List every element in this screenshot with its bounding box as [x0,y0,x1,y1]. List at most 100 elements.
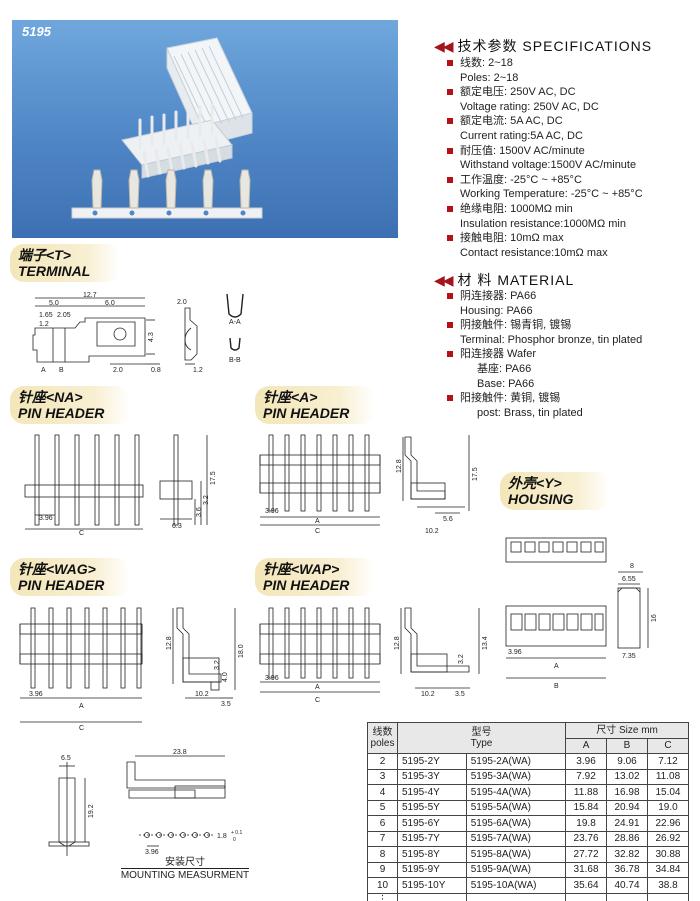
table-cell: 5195-5A(WA) [465,799,567,816]
table-cell: 5195-8Y [397,846,467,863]
table-cell: 5195-2Y [397,753,467,770]
table-cell: 19.8 [565,815,608,832]
svg-text:3.2: 3.2 [214,660,221,670]
table-cell [397,892,467,901]
svg-text:6.5: 6.5 [61,755,71,762]
table-cell: 36.78 [606,861,648,878]
material-list-line: 阳接触件: 黄铜, 镀锡 [447,391,642,406]
chevron-icon: ◀◀ [434,38,453,54]
table-cell: 38.8 [646,877,690,894]
svg-text:2.05: 2.05 [57,312,71,319]
table-cell: 9.06 [606,753,648,770]
table-cell: 13.02 [606,768,648,785]
table-cell: 19.0 [646,799,690,816]
spec-list-line: 额定电压: 250V AC, DC [447,85,643,100]
specifications-heading: ◀◀技术参数 SPECIFICATIONS [434,38,653,54]
svg-text:B-B: B-B [229,357,241,364]
table-cell [465,892,567,901]
table-cell: 11.08 [646,768,690,785]
svg-text:6.55: 6.55 [622,576,636,583]
material-list-line: post: Brass, tin plated [477,406,583,419]
section-a: 针座<A> PIN HEADER [255,386,375,424]
svg-text:C: C [315,528,320,535]
table-cell: 15.04 [646,784,690,801]
svg-text:12.8: 12.8 [396,459,403,473]
table-cell: 5195-6A(WA) [465,815,567,832]
housing-y-drawing: 8 6.55 16 7.35 3.96 A B [505,537,658,690]
spec-list-line: 线数: 2~18 [447,56,643,71]
svg-text:3.5: 3.5 [455,691,465,698]
svg-text:16: 16 [651,614,658,622]
spec-list-line: Voltage rating: 250V AC, DC [460,100,599,113]
table-cell: 23.76 [565,830,608,847]
table-cell: 7.92 [565,768,608,785]
svg-text:10.2: 10.2 [425,528,439,535]
svg-text:3.96: 3.96 [39,515,53,522]
spec-list-line: 额定电流: 5A AC, DC [447,114,643,129]
svg-text:2.0: 2.0 [177,299,187,306]
table-cell: 6 [367,815,398,832]
svg-text:1.8: 1.8 [217,833,227,840]
svg-text:3.96: 3.96 [265,508,279,515]
svg-text:A: A [554,663,559,670]
svg-text:2.0: 2.0 [113,367,123,374]
table-cell: ⋮ [367,892,398,901]
spec-list-line: 绝缘电阻: 1000MΩ min [447,202,643,217]
svg-text:B: B [554,683,559,690]
svg-text:6.0: 6.0 [105,300,115,307]
svg-text:12.8: 12.8 [166,636,173,650]
svg-text:0.8: 0.8 [151,367,161,374]
pin-header-a-drawing: 3.96 A C 12.8 17.5 5.6 10.2 [259,434,479,535]
table-cell: 32.82 [606,846,648,863]
svg-text:A: A [79,703,84,710]
svg-text:10.2: 10.2 [421,691,435,698]
table-cell: 20.94 [606,799,648,816]
table-cell: 5195-4A(WA) [465,784,567,801]
product-photo: 5195 [12,20,398,238]
table-cell: 5195-7Y [397,830,467,847]
svg-text:5.0: 5.0 [49,300,59,307]
svg-text:6.3: 6.3 [172,523,182,530]
table-cell: 5 [367,799,398,816]
table-cell: 5195-4Y [397,784,467,801]
table-cell: 5195-3A(WA) [465,768,567,785]
svg-text:3.96: 3.96 [508,649,522,656]
svg-text:13.4: 13.4 [482,636,489,650]
table-cell: 31.68 [565,861,608,878]
table-cell: 24.91 [606,815,648,832]
mounting-label: 安装尺寸 MOUNTING MEASURMENT [120,857,250,881]
svg-text:12.7: 12.7 [83,292,97,299]
material-list-line: Base: PA66 [477,377,535,390]
table-cell: 5195-10A(WA) [465,877,567,894]
table-cell: 34.84 [646,861,690,878]
table-cell: 16.98 [606,784,648,801]
spec-list-line: Contact resistance:10mΩ max [460,246,608,259]
table-cell: 28.86 [606,830,648,847]
material-list-line: Housing: PA66 [460,304,533,317]
table-cell: 7 [367,830,398,847]
spec-list-line: Current rating:5A AC, DC [460,129,583,142]
svg-text:C: C [79,530,84,537]
svg-text:0: 0 [233,837,236,843]
spec-list-line: 耐压值: 1500V AC/minute [447,144,643,159]
table-cell: 3 [367,768,398,785]
spec-list-line: 接触电阻: 10mΩ max [447,231,643,246]
pin-header-na-drawing: 3.96 C 6.3 17.5 3.6 3.2 [24,434,217,537]
table-cell: 30.88 [646,846,690,863]
spec-list-line: Working Temperature: -25°C ~ +85°C [460,188,643,201]
material-list-line: Terminal: Phosphor bronze, tin plated [460,333,643,346]
svg-text:A: A [315,518,320,525]
svg-text:1.2: 1.2 [39,321,49,328]
terminal-drawing: 12.7 5.0 6.0 1.65 1.2 2.05 4.3 2.0 0.8 2… [32,292,244,374]
svg-text:4.0: 4.0 [222,672,229,682]
table-cell: 15.84 [565,799,608,816]
table-cell: 26.92 [646,830,690,847]
svg-text:18.0: 18.0 [238,644,245,658]
material-list-line: 阴接触件: 锡青铜, 镀锡 [447,318,642,333]
